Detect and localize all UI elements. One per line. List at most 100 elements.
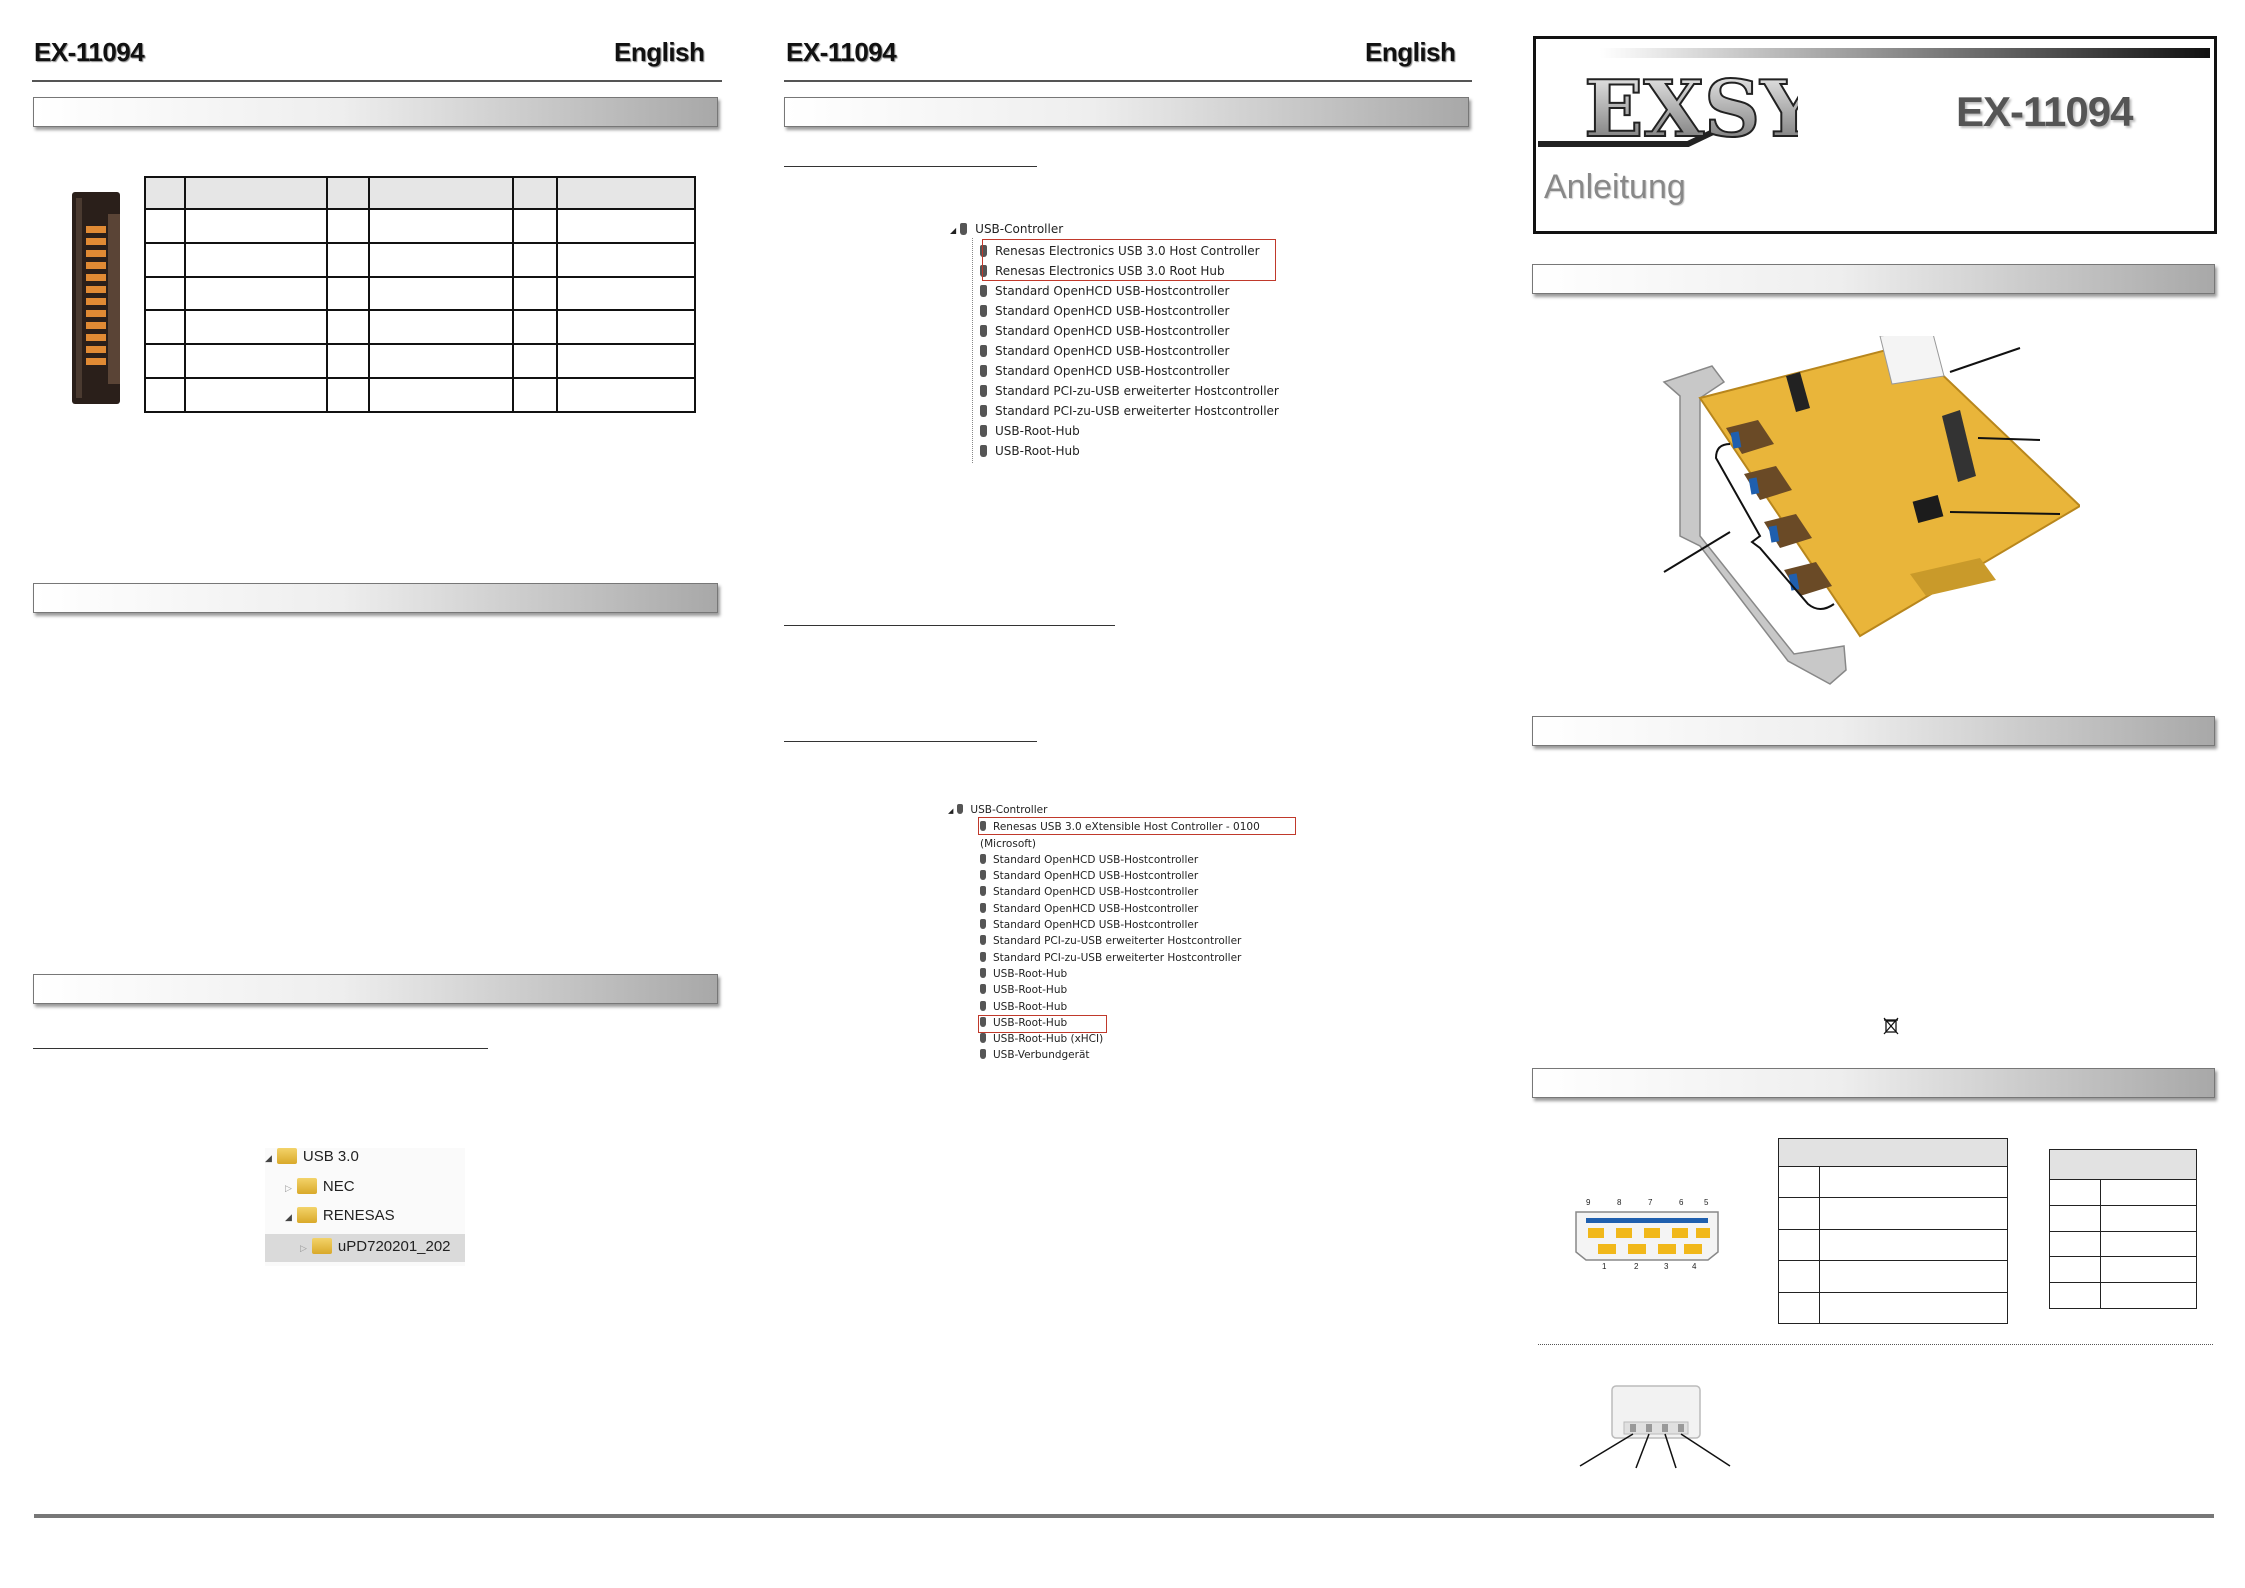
highlight-box <box>978 817 1296 835</box>
usb-device-icon <box>980 1049 986 1060</box>
tree-item[interactable]: Standard PCI-zu-USB erweiterter Hostcont… <box>950 381 1310 401</box>
device-manager-tree-2: ◢USB-Controller Renesas USB 3.0 eXtensib… <box>948 802 1308 1064</box>
tree-item-label: Standard OpenHCD USB-Hostcontroller <box>995 324 1230 338</box>
usb-device-icon <box>980 984 986 995</box>
tree-item-label: Standard OpenHCD USB-Hostcontroller <box>995 364 1230 378</box>
underlined-heading-rule <box>784 166 1037 167</box>
folder-icon <box>276 1148 297 1164</box>
tree-item[interactable]: Standard OpenHCD USB-Hostcontroller <box>950 341 1310 361</box>
usb-device-icon <box>980 821 986 832</box>
highlight-box <box>978 1015 1107 1033</box>
tree-root-label: USB-Controller <box>975 222 1064 236</box>
tree-item-label: Standard OpenHCD USB-Hostcontroller <box>993 853 1199 866</box>
pin-label: 8 <box>1617 1198 1622 1207</box>
tree-item-label: USB-Verbundgerät <box>993 1049 1090 1062</box>
tree-item-label: USB-Root-Hub <box>993 967 1068 980</box>
usb-device-icon <box>980 967 986 978</box>
tree-item-label: Standard OpenHCD USB-Hostcontroller <box>995 284 1230 298</box>
pinout-table-left <box>144 176 696 413</box>
molex-connector-image <box>1579 1385 1731 1469</box>
page-model-left: EX-11094 <box>34 37 145 67</box>
tree-item-label: USB-Root-Hub <box>995 444 1080 458</box>
tree-item[interactable]: USB-Root-Hub <box>948 999 1308 1015</box>
tree-item-label: USB-Root-Hub <box>993 984 1068 997</box>
tree-item-label: Renesas Electronics USB 3.0 Host Control… <box>995 244 1260 258</box>
cover-model: EX-11094 <box>1956 88 2133 135</box>
tree-item[interactable]: Standard OpenHCD USB-Hostcontroller <box>950 361 1310 381</box>
tree-item[interactable]: USB-Root-Hub <box>948 982 1308 998</box>
highlight-box <box>982 239 1276 281</box>
tree-item-label: Standard OpenHCD USB-Hostcontroller <box>995 344 1230 358</box>
tree-item[interactable]: USB-Root-Hub <box>950 441 1310 461</box>
tree-item-label: Standard PCI-zu-USB erweiterter Hostcont… <box>993 951 1242 964</box>
usb-pinout-table <box>1778 1138 2008 1325</box>
tree-item[interactable]: USB-Verbundgerät <box>948 1047 1308 1063</box>
tree-item[interactable]: Standard OpenHCD USB-Hostcontroller <box>948 868 1308 884</box>
folder-item[interactable]: ▷NEC <box>285 1178 355 1195</box>
section-bar <box>1532 1068 2215 1098</box>
folder-icon <box>296 1178 317 1194</box>
tree-item[interactable]: Standard OpenHCD USB-Hostcontroller <box>948 884 1308 900</box>
tree-item-label: Standard OpenHCD USB-Hostcontroller <box>995 304 1230 318</box>
tree-item-label: Standard PCI-zu-USB erweiterter Hostcont… <box>993 935 1242 948</box>
usb-device-icon <box>980 345 987 357</box>
pcie-card-image <box>1662 336 2080 685</box>
pin-label: 9 <box>1586 1198 1591 1207</box>
tree-item-label: Standard PCI-zu-USB erweiterter Hostcont… <box>995 404 1279 418</box>
usb-device-icon <box>980 919 986 930</box>
tree-item-label: USB-Root-Hub <box>995 424 1080 438</box>
folder-item[interactable]: ◢RENESAS <box>285 1207 395 1224</box>
tree-item-label: Renesas USB 3.0 eXtensible Host Controll… <box>980 821 1260 850</box>
tree-root[interactable]: ◢USB-Controller <box>950 222 1064 236</box>
tree-item[interactable]: Renesas Electronics USB 3.0 Host Control… <box>950 241 1310 261</box>
pin-label: 5 <box>1704 1198 1709 1207</box>
tree-item-label: Standard OpenHCD USB-Hostcontroller <box>993 919 1199 932</box>
tree-item[interactable]: Standard OpenHCD USB-Hostcontroller <box>950 281 1310 301</box>
folder-item[interactable]: ▷uPD720201_202 <box>300 1238 451 1255</box>
usb-device-icon <box>980 385 987 397</box>
section-bar <box>1532 264 2215 294</box>
tree-item[interactable]: Standard OpenHCD USB-Hostcontroller <box>950 321 1310 341</box>
weee-bin-icon <box>1883 1017 1899 1035</box>
tree-item[interactable]: USB-Root-Hub <box>948 1015 1308 1031</box>
cover-subtitle: Anleitung <box>1544 168 1686 206</box>
underlined-heading-rule <box>33 1048 488 1049</box>
tree-item[interactable]: Standard PCI-zu-USB erweiterter Hostcont… <box>950 401 1310 421</box>
tree-item[interactable]: Standard OpenHCD USB-Hostcontroller <box>948 901 1308 917</box>
tree-item[interactable]: Renesas Electronics USB 3.0 Root Hub <box>950 261 1310 281</box>
tree-item[interactable]: USB-Root-Hub <box>948 966 1308 982</box>
usb-device-icon <box>960 223 968 235</box>
tree-root[interactable]: ◢USB-Controller <box>948 804 1048 816</box>
tree-item[interactable]: Standard PCI-zu-USB erweiterter Hostcont… <box>948 933 1308 949</box>
usb-device-icon <box>980 405 987 417</box>
tree-item[interactable]: Standard PCI-zu-USB erweiterter Hostcont… <box>948 950 1308 966</box>
section-bar <box>33 97 718 127</box>
tree-item[interactable]: Standard OpenHCD USB-Hostcontroller <box>948 852 1308 868</box>
folder-label: NEC <box>322 1178 355 1195</box>
folder-icon <box>311 1238 332 1254</box>
tree-item[interactable]: USB-Root-Hub <box>950 421 1310 441</box>
usb-device-icon <box>980 902 986 913</box>
usb-device-icon <box>980 1000 986 1011</box>
folder-item[interactable]: ◢USB 3.0 <box>265 1148 359 1165</box>
section-bar <box>33 974 718 1004</box>
header-rule <box>32 80 722 82</box>
tree-item[interactable]: Standard OpenHCD USB-Hostcontroller <box>948 917 1308 933</box>
tree-item-label: Standard OpenHCD USB-Hostcontroller <box>993 902 1199 915</box>
tree-root-label: USB-Controller <box>970 804 1048 816</box>
section-bar <box>1532 716 2215 746</box>
usb-device-icon <box>980 365 987 377</box>
pin-label: 4 <box>1692 1262 1697 1271</box>
logo-text: EXSYS <box>1584 64 1798 154</box>
section-bar <box>784 97 1469 127</box>
folder-label: USB 3.0 <box>302 1148 359 1165</box>
usb-device-icon <box>980 325 987 337</box>
folder-tree-panel: ◢USB 3.0 ▷NEC ◢RENESAS ▷uPD720201_202 <box>265 1148 465 1266</box>
tree-item[interactable]: USB-Root-Hub (xHCI) <box>948 1031 1308 1047</box>
tree-item[interactable]: Renesas USB 3.0 eXtensible Host Controll… <box>948 819 1308 852</box>
page-language-middle: English <box>1365 37 1456 67</box>
folder-item-selected[interactable] <box>265 1234 465 1262</box>
usb-device-icon <box>980 425 987 437</box>
tree-item[interactable]: Standard OpenHCD USB-Hostcontroller <box>950 301 1310 321</box>
usb-device-icon <box>980 1016 986 1027</box>
